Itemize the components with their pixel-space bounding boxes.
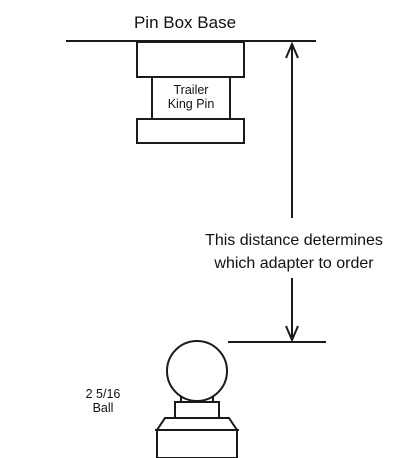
king-pin-bottom-flange: [136, 118, 245, 144]
ball-neck-collar: [174, 401, 220, 419]
king-pin-label-line1: Trailer: [174, 83, 209, 97]
arrowhead-up-icon: [285, 41, 299, 59]
distance-note-line2: which adapter to order: [213, 255, 374, 272]
pin-box-base-label: Pin Box Base: [134, 13, 236, 32]
ball-size-label-line1: 2 5/16: [86, 387, 121, 401]
distance-dimension-arrow: [285, 41, 299, 343]
ball-base: [156, 417, 238, 458]
king-pin-top-block: [136, 41, 245, 78]
hitch-ball: 2 5/16 Ball: [86, 340, 239, 458]
trailer-king-pin: Trailer King Pin: [136, 41, 245, 144]
arrowhead-down-icon: [285, 325, 299, 343]
king-pin-label-line2: King Pin: [168, 97, 215, 111]
ball-sphere: [166, 340, 228, 402]
ball-size-label-line2: Ball: [93, 401, 114, 415]
distance-note-line1: This distance determines: [205, 232, 383, 249]
